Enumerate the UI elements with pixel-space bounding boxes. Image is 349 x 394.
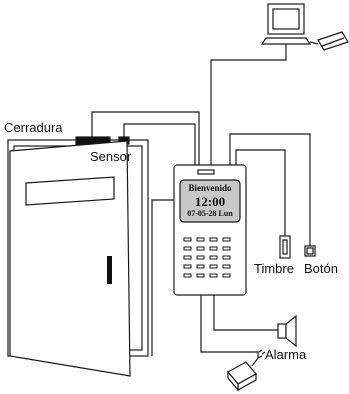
speaker-icon bbox=[277, 314, 297, 348]
computer-icon bbox=[260, 3, 349, 51]
wire-pc bbox=[210, 44, 287, 165]
bell-switch-icon bbox=[279, 235, 291, 259]
wire-door-return bbox=[151, 199, 180, 356]
wire-bell bbox=[235, 149, 286, 236]
power-adapter-icon bbox=[227, 349, 266, 392]
label-sensor: Sensor bbox=[90, 149, 132, 164]
lcd-greeting: Bienvenido bbox=[188, 183, 232, 193]
lcd-date: 07-05-28 Lun bbox=[187, 209, 233, 218]
push-button-icon bbox=[304, 245, 316, 257]
door-panel bbox=[9, 140, 131, 377]
keypad-icon bbox=[183, 237, 231, 278]
label-alarm: Alarma bbox=[265, 347, 307, 362]
wire-power bbox=[200, 295, 259, 358]
lcd-time: 12:00 bbox=[194, 194, 226, 209]
wire-lock bbox=[91, 111, 200, 165]
label-lock: Cerradura bbox=[4, 120, 63, 135]
wire-alarm bbox=[213, 295, 278, 331]
access-terminal bbox=[173, 164, 247, 296]
label-button: Botón bbox=[304, 261, 338, 276]
wire-button bbox=[229, 133, 311, 246]
label-bell: Timbre bbox=[254, 261, 294, 276]
wire-sensor bbox=[123, 123, 196, 165]
